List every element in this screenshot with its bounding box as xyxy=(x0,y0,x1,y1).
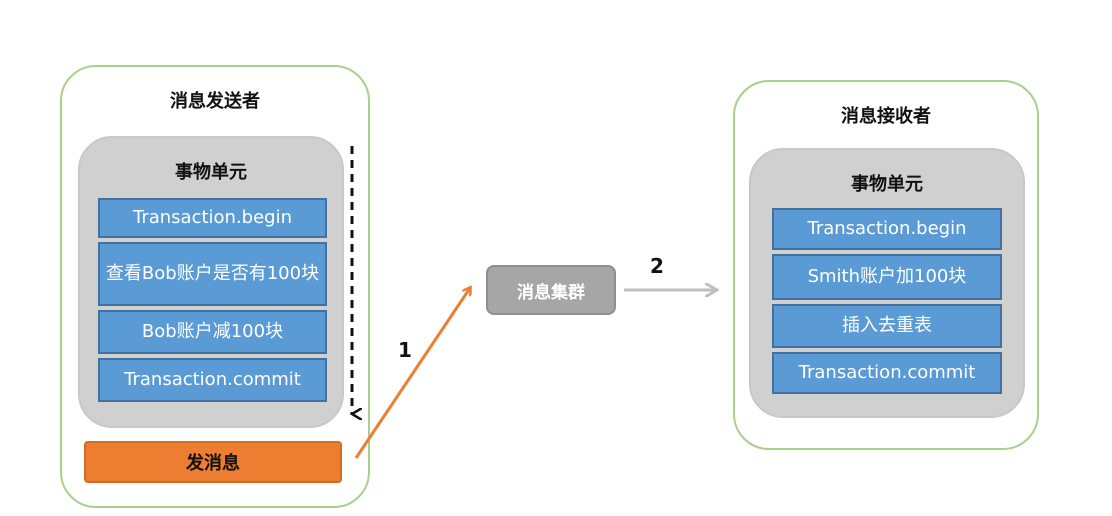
receiver-step-commit: Transaction.commit xyxy=(772,352,1002,394)
receiver-unit-title: 事物单元 xyxy=(851,174,923,195)
sender-step-begin: Transaction.begin xyxy=(98,198,327,238)
sender-unit-title: 事物单元 xyxy=(175,162,247,183)
sender-step-commit: Transaction.commit xyxy=(98,358,327,402)
sender-step-check-balance: 查看Bob账户是否有100块 xyxy=(98,242,327,306)
sender-title: 消息发送者 xyxy=(170,91,260,112)
step-number-2: 2 xyxy=(650,254,664,278)
receiver-step-insert-dedup: 插入去重表 xyxy=(772,304,1002,348)
receiver-step-begin: Transaction.begin xyxy=(772,208,1002,250)
arrow-to-cluster xyxy=(354,288,470,459)
receiver-step-credit: Smith账户加100块 xyxy=(772,254,1002,300)
send-message-box: 发消息 xyxy=(84,441,342,483)
sender-step-debit: Bob账户减100块 xyxy=(98,310,327,354)
message-cluster: 消息集群 xyxy=(486,265,616,315)
receiver-title: 消息接收者 xyxy=(841,106,931,127)
step-number-1: 1 xyxy=(398,338,412,362)
